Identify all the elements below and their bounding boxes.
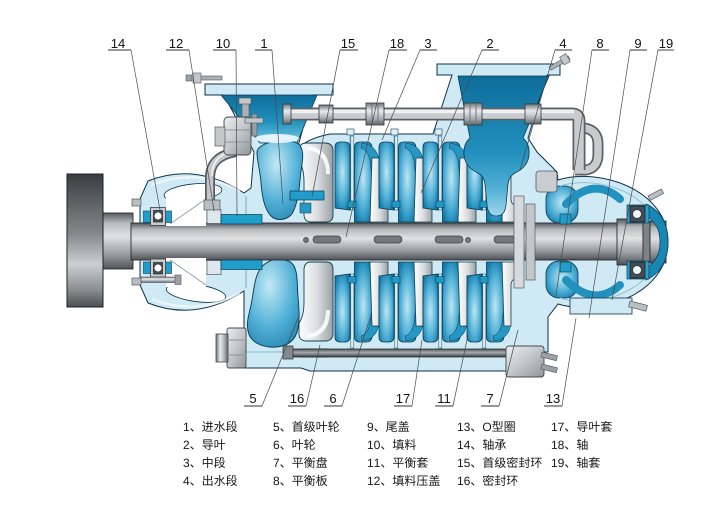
svg-text:7: 7: [486, 391, 493, 406]
svg-text:16: 16: [290, 391, 304, 406]
svg-text:2: 2: [486, 36, 493, 51]
svg-text:18: 18: [390, 36, 404, 51]
svg-text:13: 13: [546, 391, 560, 406]
svg-text:12: 12: [169, 36, 183, 51]
svg-text:8: 8: [596, 36, 603, 51]
svg-text:19: 19: [659, 36, 673, 51]
svg-text:10: 10: [216, 36, 230, 51]
svg-text:15: 15: [341, 36, 355, 51]
svg-text:17: 17: [396, 391, 410, 406]
svg-text:14: 14: [111, 36, 125, 51]
svg-text:11: 11: [437, 391, 451, 406]
svg-text:5: 5: [249, 391, 256, 406]
svg-text:9: 9: [634, 36, 641, 51]
svg-text:4: 4: [559, 36, 566, 51]
svg-text:1: 1: [260, 36, 267, 51]
svg-text:6: 6: [329, 391, 336, 406]
svg-text:3: 3: [424, 36, 431, 51]
